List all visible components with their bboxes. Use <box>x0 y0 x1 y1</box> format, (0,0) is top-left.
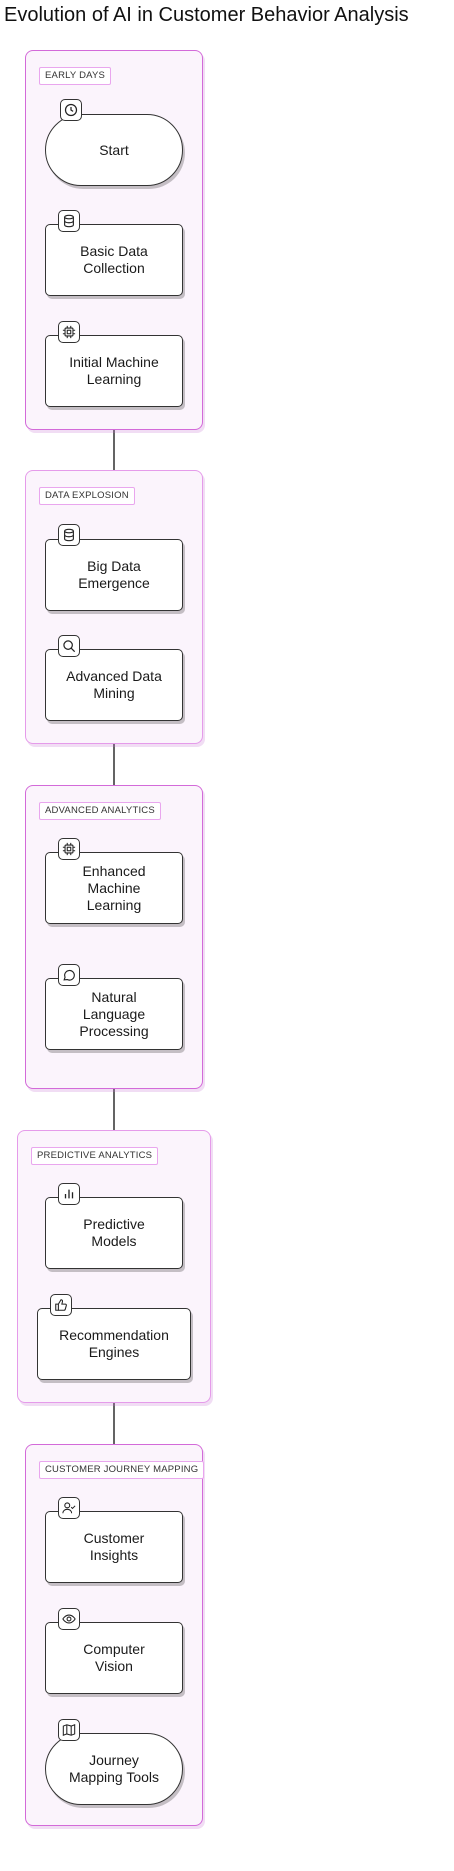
node-label: Big Data Emergence <box>78 558 150 591</box>
eye-icon <box>58 1608 80 1630</box>
group-label-customer-journey-mapping: CUSTOMER JOURNEY MAPPING <box>39 1461 205 1479</box>
node-journey-mapping-tools: Journey Mapping Tools <box>45 1733 183 1805</box>
node-label: Computer Vision <box>83 1641 145 1674</box>
node-start: Start <box>45 114 183 186</box>
node-basic-data-collection: Basic Data Collection <box>45 224 183 296</box>
thumbs-up-icon <box>50 1294 72 1316</box>
node-label: Customer Insights <box>83 1530 145 1563</box>
node-label: Recommendation Engines <box>59 1327 169 1360</box>
map-icon <box>58 1719 80 1741</box>
node-advanced-data-mining: Advanced Data Mining <box>45 649 183 721</box>
node-label: Basic Data Collection <box>80 243 148 276</box>
node-customer-insights: Customer Insights <box>45 1511 183 1583</box>
node-initial-machine-learning: Initial Machine Learning <box>45 335 183 407</box>
group-label-advanced-analytics: ADVANCED ANALYTICS <box>39 802 161 820</box>
node-predictive-models: Predictive Models <box>45 1197 183 1269</box>
clock-icon <box>60 99 82 121</box>
node-computer-vision: Computer Vision <box>45 1622 183 1694</box>
search-icon <box>58 635 80 657</box>
message-icon <box>58 964 80 986</box>
database-icon <box>58 210 80 232</box>
node-label: Predictive Models <box>83 1216 145 1249</box>
node-big-data-emergence: Big Data Emergence <box>45 539 183 611</box>
node-label: Start <box>99 141 129 158</box>
node-label: Journey Mapping Tools <box>68 1752 160 1785</box>
node-label: Enhanced Machine Learning <box>82 862 146 913</box>
group-label-data-explosion: DATA EXPLOSION <box>39 487 135 505</box>
cpu-icon <box>58 838 80 860</box>
node-natural-language-processing: Natural Language Processing <box>45 978 183 1050</box>
group-label-early-days: EARLY DAYS <box>39 67 112 85</box>
node-label: Initial Machine Learning <box>69 354 159 387</box>
node-recommendation-engines: Recommendation Engines <box>37 1308 191 1380</box>
user-check-icon <box>58 1497 80 1519</box>
node-label: Natural Language Processing <box>79 988 149 1039</box>
database-icon <box>58 524 80 546</box>
node-label: Advanced Data Mining <box>66 668 162 701</box>
group-label-predictive-analytics: PREDICTIVE ANALYTICS <box>31 1147 159 1165</box>
cpu-icon <box>58 321 80 343</box>
diagram-title: Evolution of AI in Customer Behavior Ana… <box>4 4 409 26</box>
bar-chart-icon <box>58 1183 80 1205</box>
node-enhanced-machine-learning: Enhanced Machine Learning <box>45 852 183 924</box>
